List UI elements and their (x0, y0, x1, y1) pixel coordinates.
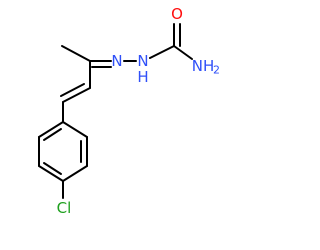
bond-vinyl-double-b (61, 84, 84, 96)
atom-labels: N N H O NH 2 Cl (57, 5, 220, 217)
amine-subscript-label: 2 (213, 64, 220, 77)
chlorine-label: Cl (57, 199, 72, 217)
ring-bond-1 (63, 122, 87, 137)
oxygen-label: O (171, 5, 183, 23)
amine-label: NH (192, 57, 215, 75)
bond-methyl (62, 46, 90, 61)
ring-inner-bond-3 (44, 129, 61, 140)
bond-vinyl-double-a (63, 88, 90, 102)
chemical-structure-diagram: N N H O NH 2 Cl (0, 0, 250, 250)
bonds (39, 24, 192, 198)
ring-bond-3 (63, 166, 87, 181)
bond-nh-carbonyl (150, 46, 174, 58)
hydrogen-hydrazone-label: H (137, 68, 148, 86)
bond-carbonyl-amine (174, 46, 192, 59)
nitrogen-imine-label: N (111, 52, 122, 70)
ring-inner-bond-2 (44, 163, 61, 174)
